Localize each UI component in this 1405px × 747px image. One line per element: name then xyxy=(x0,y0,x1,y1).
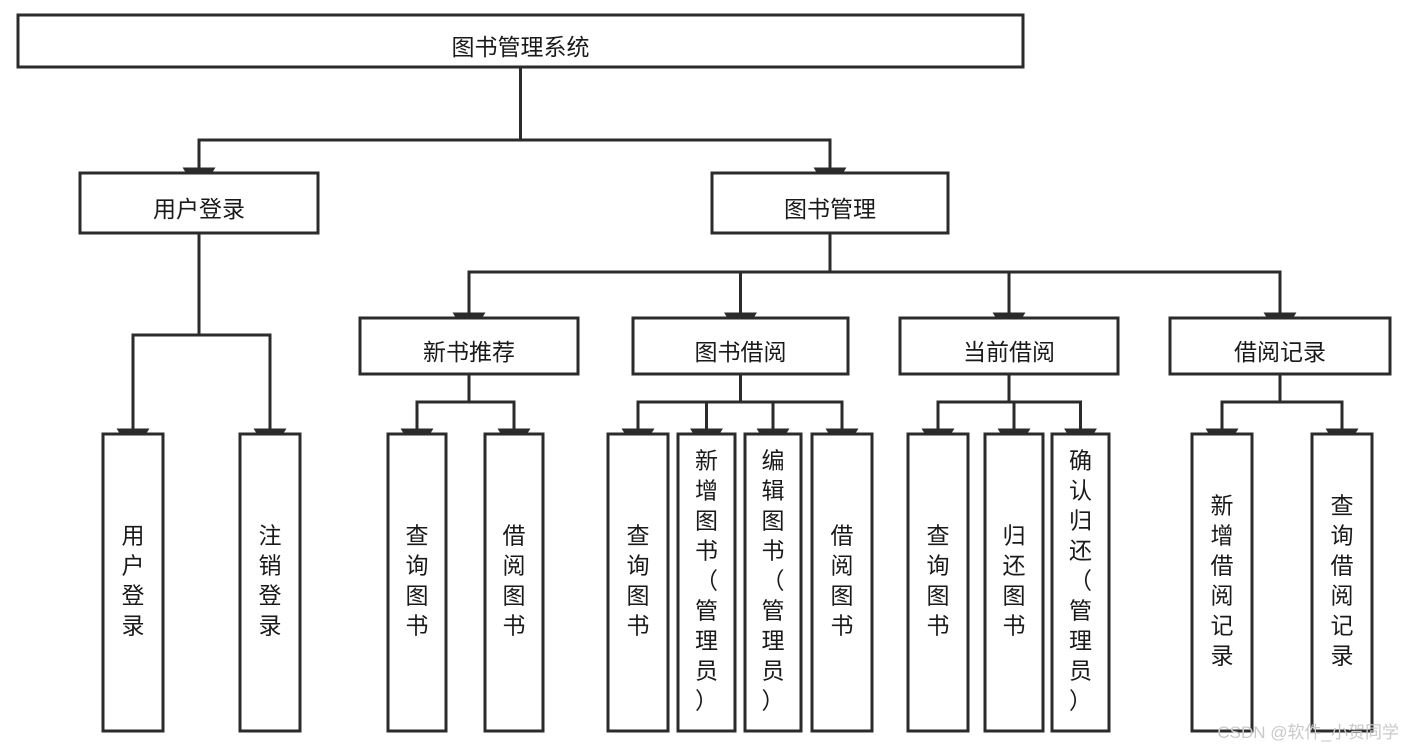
node-label: 新增借阅记录 xyxy=(1211,493,1234,669)
node-leaf-9[interactable]: 查询图书 xyxy=(906,432,970,733)
node-box xyxy=(631,316,850,376)
edge-root-to-user-login xyxy=(182,67,522,195)
node-label: 借阅图书 xyxy=(831,523,854,639)
node-box xyxy=(16,13,1025,69)
node-box xyxy=(1050,432,1111,733)
node-box xyxy=(78,171,320,235)
node-box xyxy=(676,432,737,733)
node-label: 查询图书 xyxy=(927,523,950,639)
node-label: 用户登录 xyxy=(153,196,245,222)
node-label: 图书管理 xyxy=(784,196,876,222)
node-label: 图书借阅 xyxy=(695,339,787,365)
node-box xyxy=(983,432,1045,733)
node-box xyxy=(483,432,545,733)
edge-current-to-confirm-return xyxy=(1007,374,1097,456)
node-leaf-7[interactable]: 编辑图书（管理员） xyxy=(743,432,803,733)
node-box xyxy=(898,316,1120,376)
node-label: 新增图书（管理员） xyxy=(695,448,718,714)
node-leaf-11[interactable]: 确认归还（管理员） xyxy=(1050,432,1111,733)
node-label: 图书管理系统 xyxy=(452,34,590,60)
node-root[interactable]: 图书管理系统 xyxy=(16,13,1025,69)
node-label: 查询图书 xyxy=(406,523,429,639)
edge-records-to-query-record xyxy=(1278,374,1359,456)
node-label: 编辑图书（管理员） xyxy=(762,448,785,714)
node-leaf-4[interactable]: 借阅图书 xyxy=(483,432,545,733)
edge-book-management-to-current-borrow xyxy=(828,233,1026,340)
edge-user-login-to-logout xyxy=(197,233,287,456)
node-box xyxy=(743,432,803,733)
node-leaf-5[interactable]: 查询图书 xyxy=(606,432,670,733)
edge-recommend-to-query-book xyxy=(400,374,471,456)
node-box xyxy=(358,316,580,376)
node-label: 查询借阅记录 xyxy=(1331,493,1354,669)
node-box xyxy=(1310,432,1374,733)
node-l2-1[interactable]: 用户登录 xyxy=(78,171,320,235)
node-l3-2[interactable]: 图书借阅 xyxy=(631,316,850,376)
edge-book-management-to-book-borrow xyxy=(724,233,832,340)
node-label: 注销登录 xyxy=(259,523,282,639)
node-label: 用户登录 xyxy=(122,523,145,639)
edge-book-management-to-borrow-records xyxy=(828,233,1297,340)
node-box xyxy=(606,432,670,733)
node-label: 查询图书 xyxy=(627,523,650,639)
node-l2-2[interactable]: 图书管理 xyxy=(710,171,950,235)
edge-records-to-add-record xyxy=(1205,374,1282,456)
node-box xyxy=(386,432,448,733)
edge-current-to-query-book xyxy=(921,374,1011,456)
edge-user-login-to-login xyxy=(116,233,201,456)
node-box xyxy=(810,432,874,733)
edge-borrow-to-borrow-book xyxy=(739,374,859,456)
node-label: 借阅记录 xyxy=(1234,339,1326,365)
node-box xyxy=(238,432,302,733)
node-leaf-1[interactable]: 用户登录 xyxy=(101,432,165,733)
node-label: 新书推荐 xyxy=(423,339,515,365)
edge-root-to-book-management xyxy=(519,67,847,195)
node-label: 当前借阅 xyxy=(963,339,1055,365)
node-leaf-12[interactable]: 新增借阅记录 xyxy=(1190,432,1254,733)
node-label: 归还图书 xyxy=(1003,523,1026,639)
node-leaf-3[interactable]: 查询图书 xyxy=(386,432,448,733)
edge-book-management-to-new-book-recommend xyxy=(452,233,832,340)
edge-recommend-to-borrow-book xyxy=(467,374,531,456)
node-box xyxy=(906,432,970,733)
node-l3-4[interactable]: 借阅记录 xyxy=(1168,316,1392,376)
node-leaf-8[interactable]: 借阅图书 xyxy=(810,432,874,733)
node-label: 确认归还（管理员） xyxy=(1069,448,1092,714)
node-label: 借阅图书 xyxy=(503,523,526,639)
node-box xyxy=(1190,432,1254,733)
node-leaf-6[interactable]: 新增图书（管理员） xyxy=(676,432,737,733)
node-leaf-10[interactable]: 归还图书 xyxy=(983,432,1045,733)
node-l3-3[interactable]: 当前借阅 xyxy=(898,316,1120,376)
node-l3-1[interactable]: 新书推荐 xyxy=(358,316,580,376)
node-box xyxy=(710,171,950,235)
edge-borrow-to-add-book xyxy=(690,374,742,456)
node-leaf-2[interactable]: 注销登录 xyxy=(238,432,302,733)
node-layer: 图书管理系统用户登录图书管理新书推荐图书借阅当前借阅借阅记录用户登录注销登录查询… xyxy=(16,13,1392,733)
node-leaf-13[interactable]: 查询借阅记录 xyxy=(1310,432,1374,733)
edge-layer xyxy=(116,67,1359,456)
node-box xyxy=(1168,316,1392,376)
node-box xyxy=(101,432,165,733)
